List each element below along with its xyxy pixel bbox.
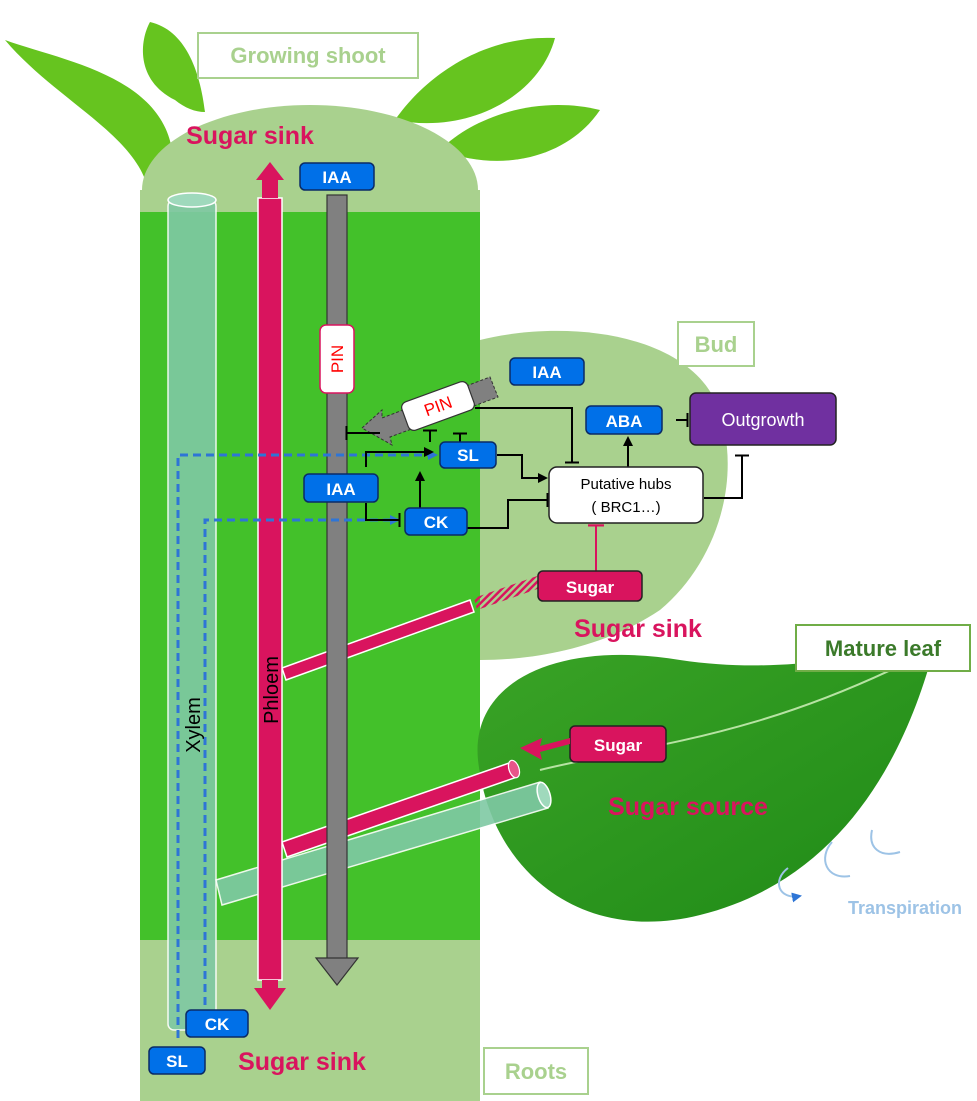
sugar-source-label: Sugar source [608,793,768,821]
putative-hubs-line2: ( BRC1…) [591,499,660,516]
ck-root-box: CK [185,1009,249,1038]
pin-bud-box: PIN [401,381,475,431]
growing-shoot-label: Growing shoot [230,43,386,68]
iaa-transport-tube [326,194,348,961]
iaa-top-box: IAA [299,162,375,191]
bud-label-box: Bud [677,321,755,367]
phloem-arrow-down [254,988,286,1010]
ck-root-label: CK [205,1015,230,1034]
iaa-stem-label: IAA [326,480,355,499]
sl-root-box: SL [148,1046,206,1075]
iaa-bud-label: IAA [532,363,561,382]
aba-box: ABA [585,405,663,435]
iaa-stem-box: IAA [303,473,379,503]
sugar-leaf-label: Sugar [594,736,643,755]
transpiration-swirls [777,829,901,903]
xylem-tube [167,199,217,1031]
mature-leaf-label-box: Mature leaf [795,624,971,672]
sugar-leaf-arrow [520,738,570,760]
xylem-branch [215,781,552,906]
pin-stem-box: PIN [319,324,355,394]
phloem-tube [257,197,283,981]
roots-label: Roots [505,1059,567,1084]
ck-dashed-path [203,515,400,1018]
pin-stem-label: PIN [328,345,347,373]
sl-root-label: SL [166,1052,188,1071]
leaf-right-small [440,104,600,161]
sl-dashed-path [176,450,438,1038]
ck-bud-box: CK [404,507,468,536]
phloem-arrow-up [256,162,284,198]
outgrowth-box: Outgrowth [689,392,837,446]
sugar-leaf-box: Sugar [569,725,667,763]
sugar-sink-top-label: Sugar sink [186,122,314,150]
xylem-label: Xylem [183,697,205,753]
roots-label-box: Roots [483,1047,589,1095]
phloem-label: Phloem [261,656,283,724]
sugar-sink-bud-label: Sugar sink [574,615,702,643]
bud-label: Bud [695,332,738,357]
sl-bud-label: SL [457,446,479,465]
iaa-arrow-down [314,957,360,986]
mature-leaf [477,645,935,922]
iaa-bud-box: IAA [509,357,585,386]
leaf-top-center [142,22,205,112]
leaf-top-right [395,37,555,124]
mature-leaf-label: Mature leaf [825,636,942,661]
putative-hubs-box: Putative hubs ( BRC1…) [548,466,704,524]
aba-label: ABA [606,412,643,431]
outgrowth-label: Outgrowth [721,410,804,430]
iaa-top-label: IAA [322,168,351,187]
growing-shoot-label-box: Growing shoot [197,32,419,79]
ck-bud-label: CK [424,513,449,532]
sugar-sink-bottom-label: Sugar sink [238,1048,366,1076]
sugar-bud-box: Sugar [537,570,643,602]
sugar-bud-label: Sugar [566,578,615,597]
sl-bud-box: SL [439,441,497,469]
putative-hubs-line1: Putative hubs [581,476,672,493]
transpiration-label: Transpiration [848,898,962,918]
